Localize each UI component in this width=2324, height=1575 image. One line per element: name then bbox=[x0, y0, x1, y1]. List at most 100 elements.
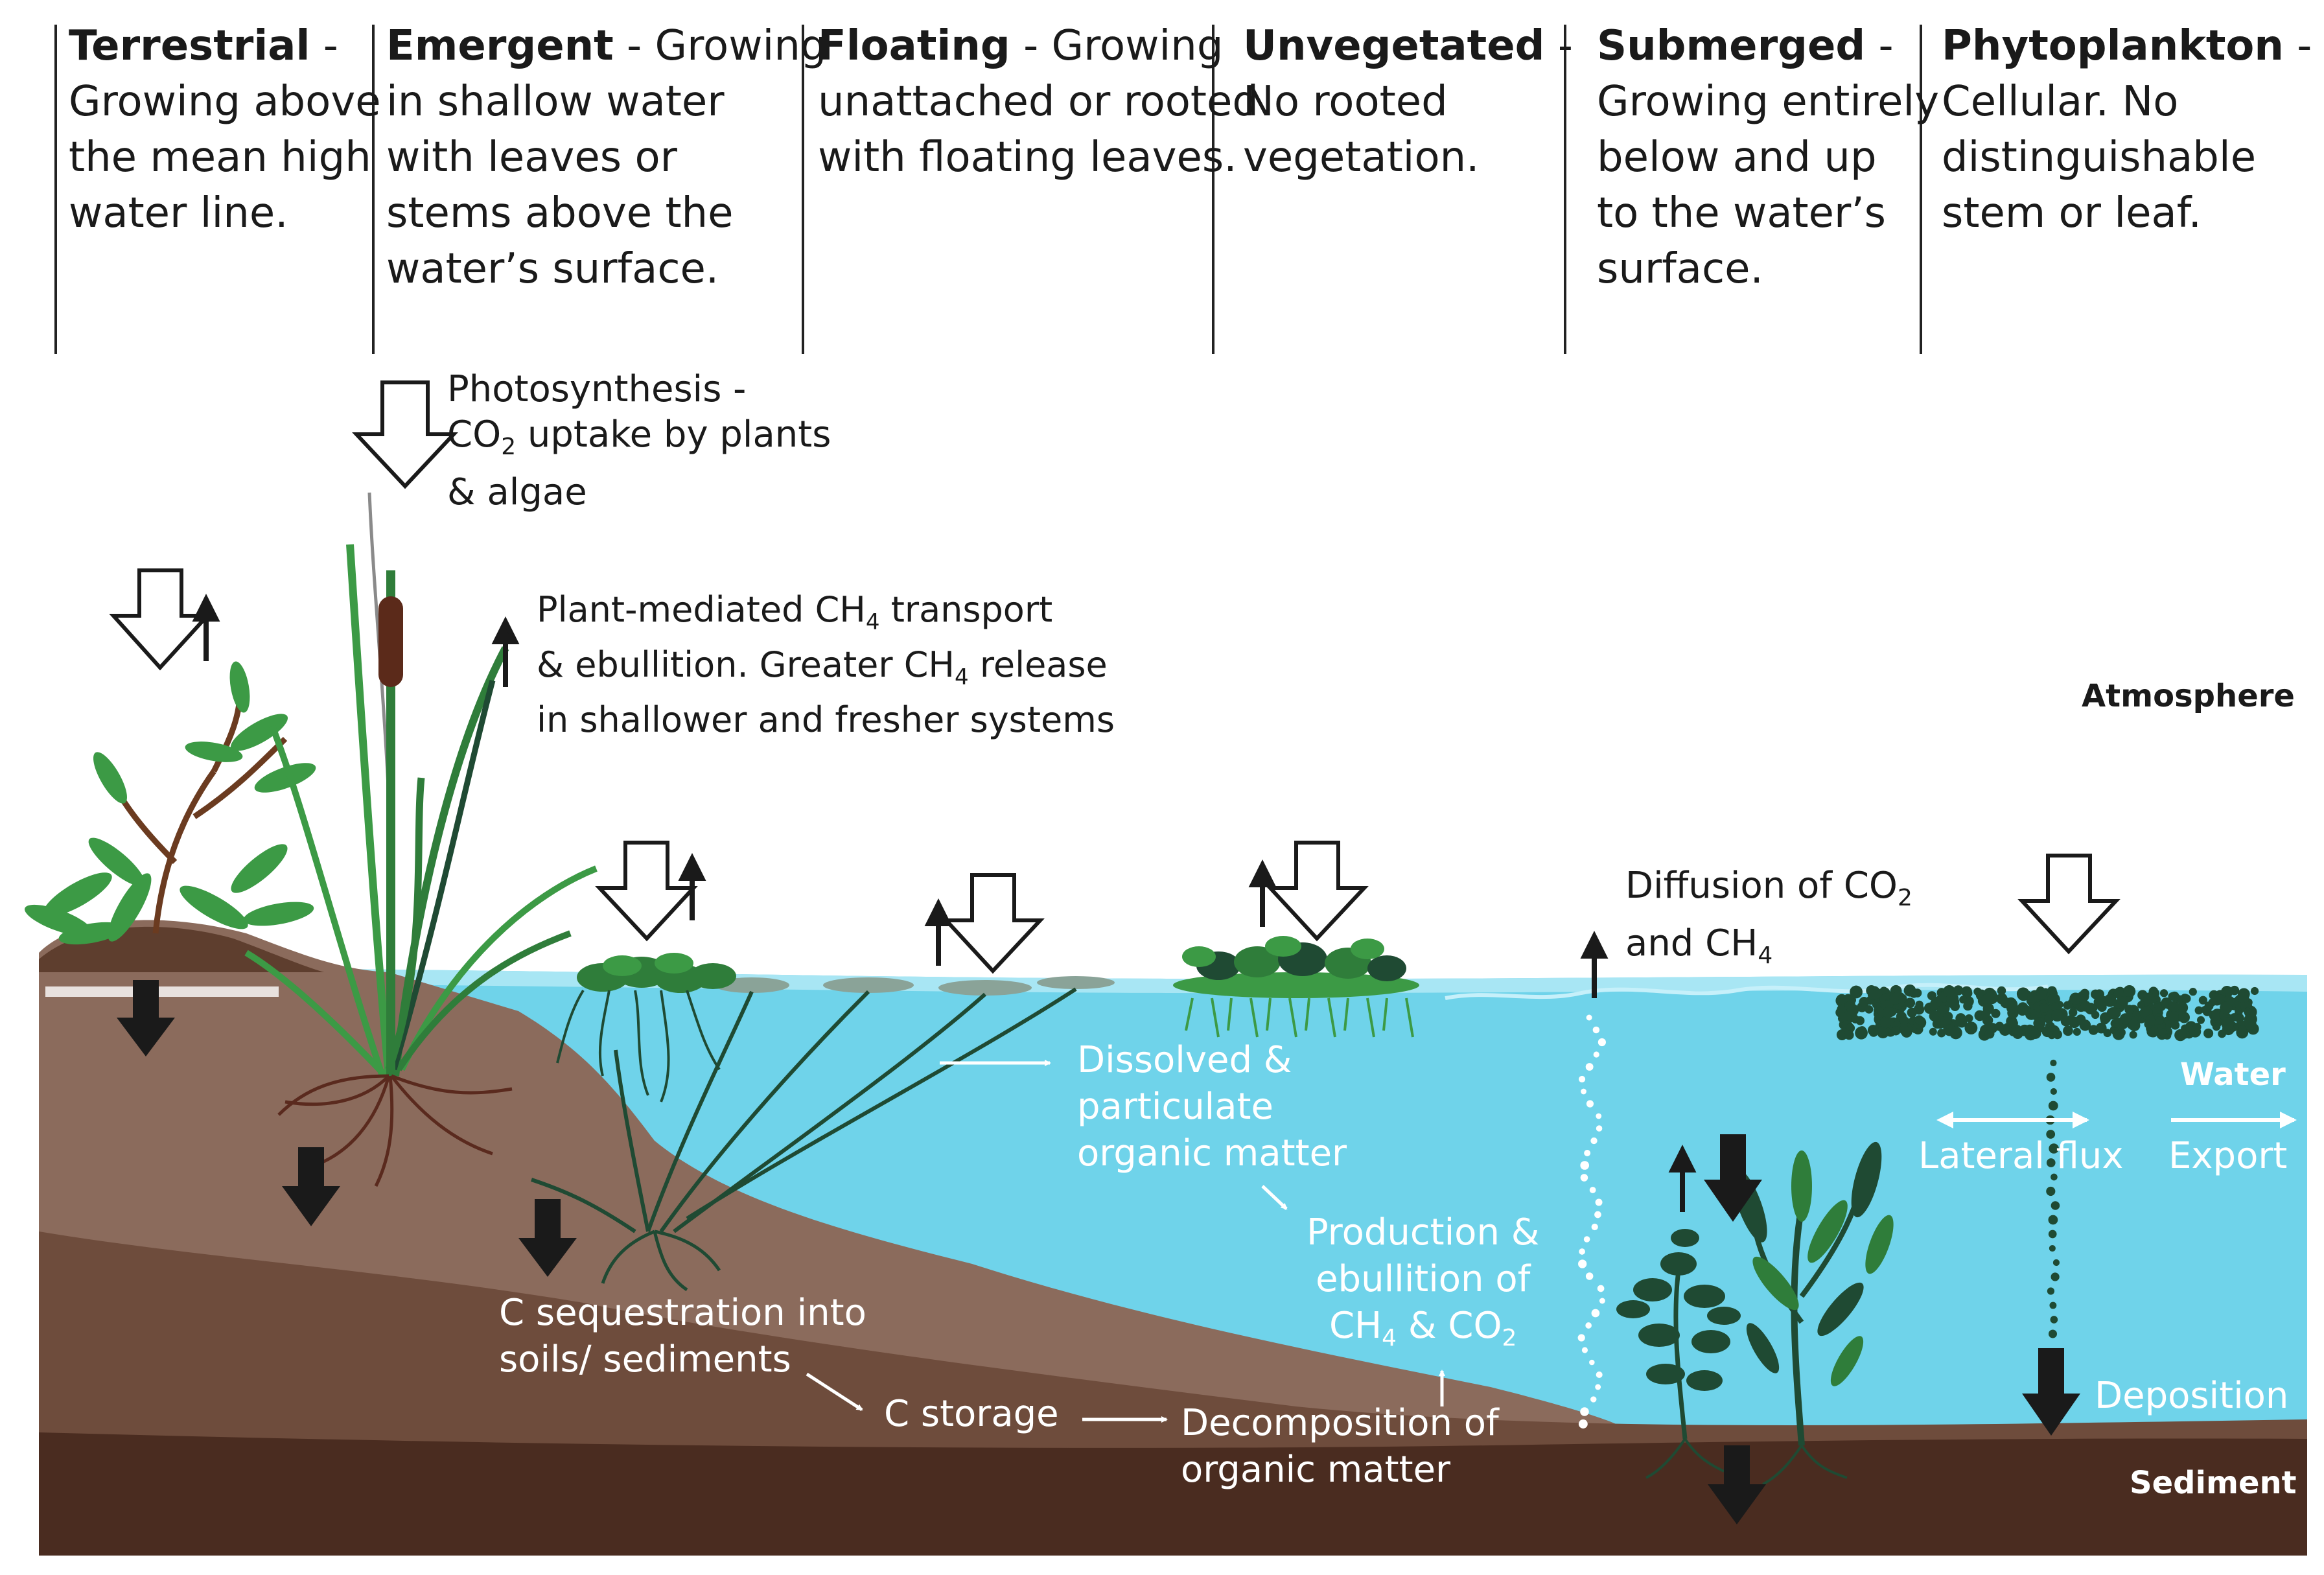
phytoplankton-cell bbox=[2068, 1008, 2078, 1017]
floating-uptake-arrow bbox=[595, 841, 698, 942]
header-line: vegetation. bbox=[1243, 134, 1480, 181]
bubble bbox=[1593, 1051, 1599, 1058]
phytoplankton-cells bbox=[1835, 984, 2259, 1042]
particle bbox=[2047, 1287, 2055, 1295]
header-emergent: Emergent - Growing in shallow water with… bbox=[386, 18, 827, 297]
header-submerged: Submerged - Growing entirely below and u… bbox=[1597, 18, 1939, 297]
phytoplankton-uptake-arrow bbox=[2017, 854, 2121, 955]
ebullition-bubbles bbox=[1577, 1014, 1606, 1429]
header-line: distinguishable bbox=[1942, 134, 2257, 181]
phytoplankton-cell bbox=[1997, 986, 2006, 996]
phytoplankton-cell bbox=[2116, 996, 2128, 1009]
header-title: Phytoplankton bbox=[1942, 22, 2284, 70]
phytoplankton-cell bbox=[2189, 988, 2197, 996]
co2-uptake-arrow bbox=[352, 380, 458, 489]
phytoplankton-cell bbox=[2052, 1029, 2062, 1040]
particle bbox=[2051, 1272, 2060, 1281]
phytoplankton-cell bbox=[1899, 1024, 1909, 1035]
label-line: organic matter bbox=[1077, 1132, 1347, 1174]
header-line: Growing entirely bbox=[1597, 78, 1940, 126]
label-line: soils/ sediments bbox=[499, 1338, 791, 1381]
bubble bbox=[1591, 1309, 1600, 1318]
label-line: Dissolved & bbox=[1077, 1039, 1292, 1081]
header-line: stem or leaf. bbox=[1942, 189, 2202, 237]
header-line: No rooted bbox=[1243, 78, 1448, 126]
phytoplankton-cell bbox=[2106, 1007, 2119, 1020]
particle bbox=[2049, 1244, 2056, 1252]
phytoplankton-cell bbox=[1851, 1015, 1860, 1024]
label-deposition: Deposition bbox=[2095, 1375, 2289, 1417]
header-line: Growing bbox=[655, 22, 827, 70]
label-line: Production & bbox=[1307, 1211, 1540, 1254]
phytoplankton-cell bbox=[2117, 1028, 2126, 1037]
phytoplankton-cell bbox=[2119, 1013, 2132, 1025]
floating-leaf-uptake-arrow bbox=[942, 873, 1045, 974]
particle bbox=[2049, 1143, 2059, 1154]
phytoplankton-cell bbox=[2000, 997, 2012, 1009]
header-line: to the water’s bbox=[1597, 189, 1886, 237]
label-line: Photosynthesis - bbox=[447, 368, 747, 410]
label-line: Diffusion of CO2 bbox=[1625, 865, 1912, 912]
header-floating: Floating - Growing unattached or rooted … bbox=[818, 18, 1259, 185]
column-divider bbox=[1920, 25, 1922, 354]
phytoplankton-cell bbox=[2169, 991, 2179, 1001]
bubble bbox=[1589, 1359, 1595, 1366]
phytoplankton-cell bbox=[2218, 1029, 2226, 1038]
phytoplankton-cell bbox=[1907, 1007, 1917, 1018]
floating-plant-stems bbox=[531, 987, 1077, 1233]
phytoplankton-cell bbox=[1929, 1027, 1937, 1036]
phytoplankton-cell bbox=[1869, 1027, 1878, 1037]
particle bbox=[2048, 1230, 2057, 1239]
phytoplankton-cell bbox=[2036, 990, 2047, 1001]
header-title: Emergent bbox=[386, 22, 614, 70]
header-line: in shallow water bbox=[386, 78, 725, 126]
label-plant-mediated: Plant-mediated CH4 transport & ebullitio… bbox=[537, 589, 1115, 741]
label-sequestration: C sequestration into soils/ sediments bbox=[499, 1290, 866, 1383]
zone-atmosphere: Atmosphere bbox=[2082, 678, 2295, 714]
phytoplankton-cell bbox=[2091, 1010, 2100, 1020]
bubble bbox=[1592, 1026, 1600, 1034]
header-line: with floating leaves. bbox=[818, 134, 1237, 181]
phytoplankton-cell bbox=[1846, 1004, 1859, 1016]
phytoplankton-cell bbox=[1868, 986, 1881, 999]
phytoplankton-cell bbox=[2212, 1022, 2221, 1031]
label-line: CO2 uptake by plants bbox=[447, 414, 831, 461]
phytoplankton-cell bbox=[1845, 1023, 1855, 1033]
submerged-plant-left bbox=[1616, 1229, 1741, 1440]
phytoplankton-cell bbox=[1943, 985, 1956, 998]
bubble bbox=[1578, 1075, 1586, 1083]
floating-cluster-left bbox=[577, 953, 736, 993]
floating-mat-roots bbox=[1185, 998, 1414, 1038]
bubble bbox=[1595, 1198, 1603, 1206]
phytoplankton-cell bbox=[2039, 1003, 2049, 1013]
bubble bbox=[1596, 1125, 1603, 1132]
floating-plant-roots bbox=[601, 1230, 721, 1292]
phytoplankton-cell bbox=[2159, 989, 2168, 998]
phytoplankton-cell bbox=[1949, 1026, 1962, 1040]
header-title: Terrestrial bbox=[69, 22, 310, 70]
phytoplankton-cell bbox=[2145, 1014, 2157, 1026]
phytoplankton-cell bbox=[2194, 1006, 2203, 1015]
phytoplankton-cell bbox=[1898, 994, 1907, 1003]
bubble bbox=[1580, 1174, 1588, 1182]
phytoplankton-cell bbox=[2238, 1025, 2247, 1033]
phytoplankton-cell bbox=[1850, 985, 1863, 999]
phytoplankton-cell bbox=[2095, 1022, 2107, 1034]
label-line: and CH4 bbox=[1625, 922, 1773, 970]
header-line: below and up bbox=[1597, 134, 1877, 181]
header-title: Submerged bbox=[1597, 22, 1866, 70]
header-line: water’s surface. bbox=[386, 245, 719, 293]
label-line: organic matter bbox=[1181, 1449, 1451, 1491]
label-photosynthesis: Photosynthesis - CO2 uptake by plants & … bbox=[447, 367, 831, 515]
particle bbox=[2048, 1215, 2058, 1225]
bubble bbox=[1597, 1285, 1605, 1292]
phytoplankton-cell bbox=[1891, 1026, 1901, 1036]
terrestrial-uptake-arrow bbox=[109, 568, 212, 671]
mat-uptake-arrow bbox=[1266, 841, 1369, 942]
phytoplankton-cell bbox=[2030, 1029, 2040, 1038]
header-line: the mean high bbox=[69, 134, 371, 181]
label-decomposition: Decomposition of organic matter bbox=[1181, 1400, 1499, 1493]
phytoplankton-cell bbox=[1981, 1009, 1990, 1019]
phytoplankton-cell bbox=[1955, 1013, 1966, 1024]
